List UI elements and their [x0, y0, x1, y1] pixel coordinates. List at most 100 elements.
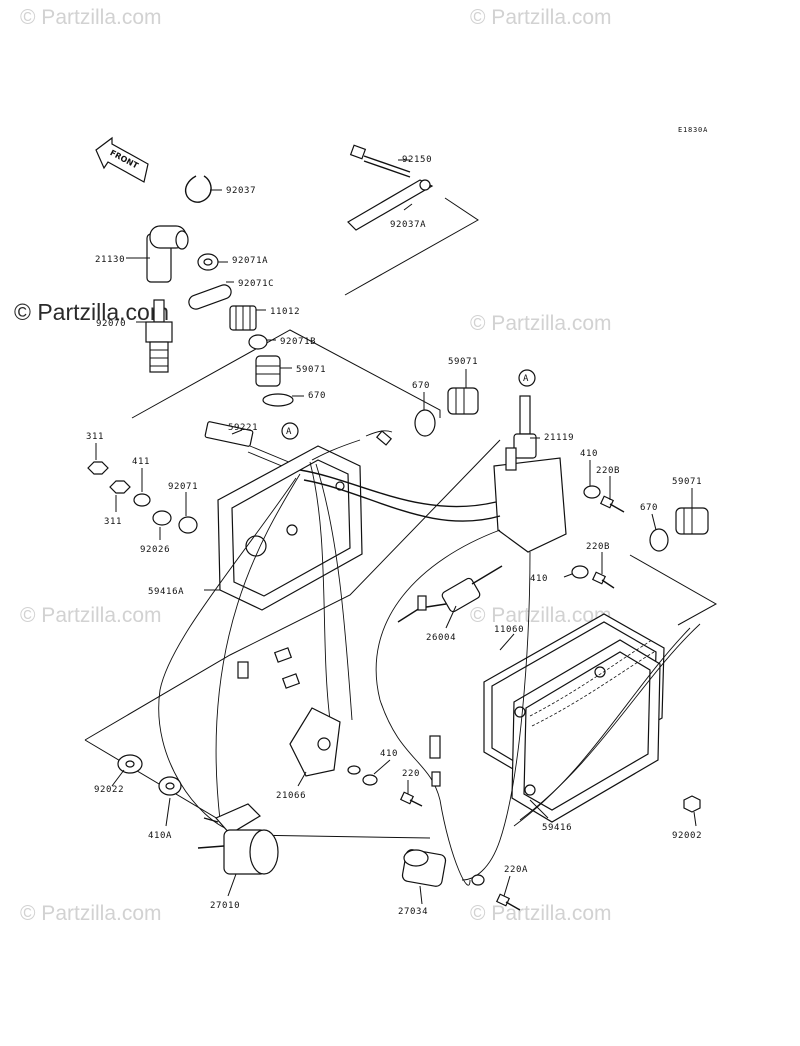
label-92071A: 92071A: [232, 256, 268, 266]
ref-marker-a-left: [281, 422, 299, 440]
label-59416A: 59416A: [148, 587, 184, 597]
terminal: [273, 647, 293, 663]
ring-terminal: [347, 765, 361, 775]
label-26004: 26004: [426, 633, 456, 643]
label-311: 311: [86, 432, 104, 442]
washer-92022-hole: [125, 760, 135, 768]
washer-410A-hole: [165, 782, 175, 790]
label-410: 410: [580, 449, 598, 459]
label-59071: 59071: [296, 365, 326, 375]
label-670: 670: [412, 381, 430, 391]
bolt-220: [399, 791, 423, 807]
label-220A: 220A: [504, 865, 528, 875]
ref-marker-a-label: A: [286, 427, 292, 437]
bolt-220B: [591, 571, 615, 589]
regulator-21066: [289, 707, 341, 777]
label-670: 670: [640, 503, 658, 513]
label-11060: 11060: [494, 625, 524, 635]
plug-cap-21130: [146, 225, 189, 283]
watermarks: © Partzilla.com © Partzilla.com © Partzi…: [20, 6, 612, 925]
terminal: [237, 661, 249, 679]
o-ring-670-top: [262, 393, 294, 407]
label-92071B: 92071B: [280, 337, 316, 347]
holder-92037A: [347, 179, 434, 231]
watermark: © Partzilla.com: [470, 902, 612, 925]
label-59071: 59071: [672, 477, 702, 487]
watermark: © Partzilla.com: [20, 6, 162, 29]
spark-plug-92070: [145, 299, 173, 373]
grommet-92071: [178, 516, 198, 534]
label-92037: 92037: [226, 186, 256, 196]
front-arrow-icon: FRONT: [95, 136, 149, 183]
label-59221: 59221: [228, 423, 258, 433]
label-220B: 220B: [586, 542, 610, 552]
label-59071: 59071: [448, 357, 478, 367]
nut-311: [87, 461, 109, 475]
label-27010: 27010: [210, 901, 240, 911]
label-670: 670: [308, 391, 326, 401]
label-27034: 27034: [398, 907, 428, 917]
bolt-92150: [349, 144, 411, 178]
leader-lines: [95, 159, 697, 905]
label-59416: 59416: [542, 823, 572, 833]
label-220B: 220B: [596, 466, 620, 476]
watermark-primary: © Partzilla.com: [14, 299, 169, 325]
label-21066: 21066: [276, 791, 306, 801]
label-92071: 92071: [168, 482, 198, 492]
wiring-harness: [158, 430, 701, 886]
grommet-92071A: [197, 253, 219, 271]
label-21119: 21119: [544, 433, 574, 443]
label-92002: 92002: [672, 831, 702, 841]
label-21130: 21130: [95, 255, 125, 265]
label-410: 410: [530, 574, 548, 584]
washer-410: [571, 565, 589, 579]
watermark: © Partzilla.com: [20, 604, 162, 627]
watermark: © Partzilla.com: [470, 604, 612, 627]
label-92022: 92022: [94, 785, 124, 795]
nozzle-59071-top: [255, 355, 281, 387]
label-92070: 92070: [96, 319, 126, 329]
bolt-220B: [599, 495, 625, 513]
label-92150: 92150: [402, 155, 432, 165]
label-220: 220: [402, 769, 420, 779]
diagram-code: E1830A: [678, 126, 708, 134]
clip-92037: [184, 175, 212, 203]
o-ring-670-mid: [414, 409, 436, 437]
terminal: [281, 673, 301, 689]
washer-92026: [152, 510, 172, 526]
terminal: [375, 430, 393, 446]
grommet-92071B: [248, 334, 268, 350]
plate-92071C: [188, 284, 232, 310]
relay-27034: [401, 849, 485, 887]
nut-311: [109, 480, 131, 494]
cap-11012: [229, 305, 257, 331]
nozzle-59071-right: [675, 507, 709, 535]
nozzle-59071-mid: [447, 387, 479, 415]
washer-410: [583, 485, 601, 499]
label-92071C: 92071C: [238, 279, 274, 289]
label-311: 311: [104, 517, 122, 527]
ref-marker-a-right: [518, 369, 536, 387]
watermark: © Partzilla.com: [470, 6, 612, 29]
part-labels: 92150 92037A 92037 21130 92071A 92071C 1…: [86, 155, 702, 917]
watermark: © Partzilla.com: [20, 902, 162, 925]
ignition-coil-21119: [493, 395, 567, 553]
label-410: 410: [380, 749, 398, 759]
label-92026: 92026: [140, 545, 170, 555]
ref-marker-a-label: A: [523, 374, 529, 384]
case-59416: [511, 639, 661, 823]
watermark: © Partzilla.com: [470, 312, 612, 335]
terminal: [431, 771, 441, 787]
bolt-220A: [495, 893, 521, 911]
starter-switch-27010: [197, 803, 279, 875]
washer-411: [133, 493, 151, 507]
terminal: [429, 735, 441, 759]
label-92037A: 92037A: [390, 220, 426, 230]
washer-410: [362, 774, 378, 786]
o-ring-670-right: [649, 528, 669, 552]
label-11012: 11012: [270, 307, 300, 317]
resistor-26004: [397, 565, 503, 623]
bolt-92002: [683, 795, 701, 813]
case-59416A: [217, 445, 363, 611]
